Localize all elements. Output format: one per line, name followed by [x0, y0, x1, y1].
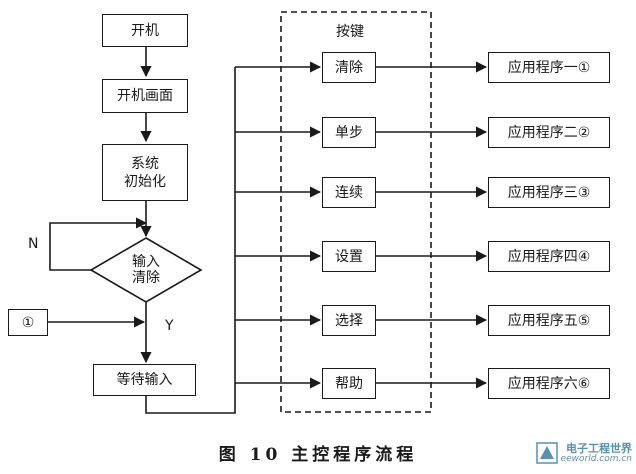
key-help: 帮助 — [322, 368, 376, 399]
decision-diamond — [89, 237, 203, 303]
arrow-no-loop — [49, 217, 148, 271]
key-single-step: 单步 — [322, 117, 376, 148]
watermark-logo: 电子工程世界 eeworld.com.cn — [536, 440, 632, 470]
eeworld-logo-icon — [536, 442, 558, 464]
boot-screen-node: 开机画面 — [102, 79, 188, 113]
key-clear: 清除 — [322, 52, 376, 83]
key-select: 选择 — [322, 305, 376, 336]
figure-caption: 图 10 主控程序流程 — [218, 445, 418, 465]
keys-group-title: 按键 — [336, 24, 364, 40]
branch-yes-label: Y — [165, 318, 174, 334]
bus-from-wait — [145, 67, 236, 414]
program-1-node: 应用程序一① — [488, 52, 610, 83]
branch-no-label: N — [28, 236, 39, 252]
program-5-node: 应用程序五⑤ — [488, 305, 610, 336]
program-2-node: 应用程序二② — [488, 117, 610, 148]
wait-input-node: 等待输入 — [93, 364, 196, 396]
power-on-node: 开机 — [102, 14, 188, 47]
program-3-node: 应用程序三③ — [488, 177, 610, 208]
system-init-node: 系统 初始化 — [102, 144, 188, 201]
decision-label: 输入 清除 — [132, 254, 160, 286]
watermark-brand: 电子工程世界 — [566, 442, 632, 455]
watermark-site: eeworld.com.cn — [560, 454, 632, 464]
connector-1-node: ① — [8, 309, 48, 336]
keys-group-border — [280, 11, 432, 413]
key-continuous: 连续 — [322, 177, 376, 208]
program-4-node: 应用程序四④ — [488, 241, 610, 272]
program-6-node: 应用程序六⑥ — [488, 368, 610, 399]
key-settings: 设置 — [322, 241, 376, 272]
